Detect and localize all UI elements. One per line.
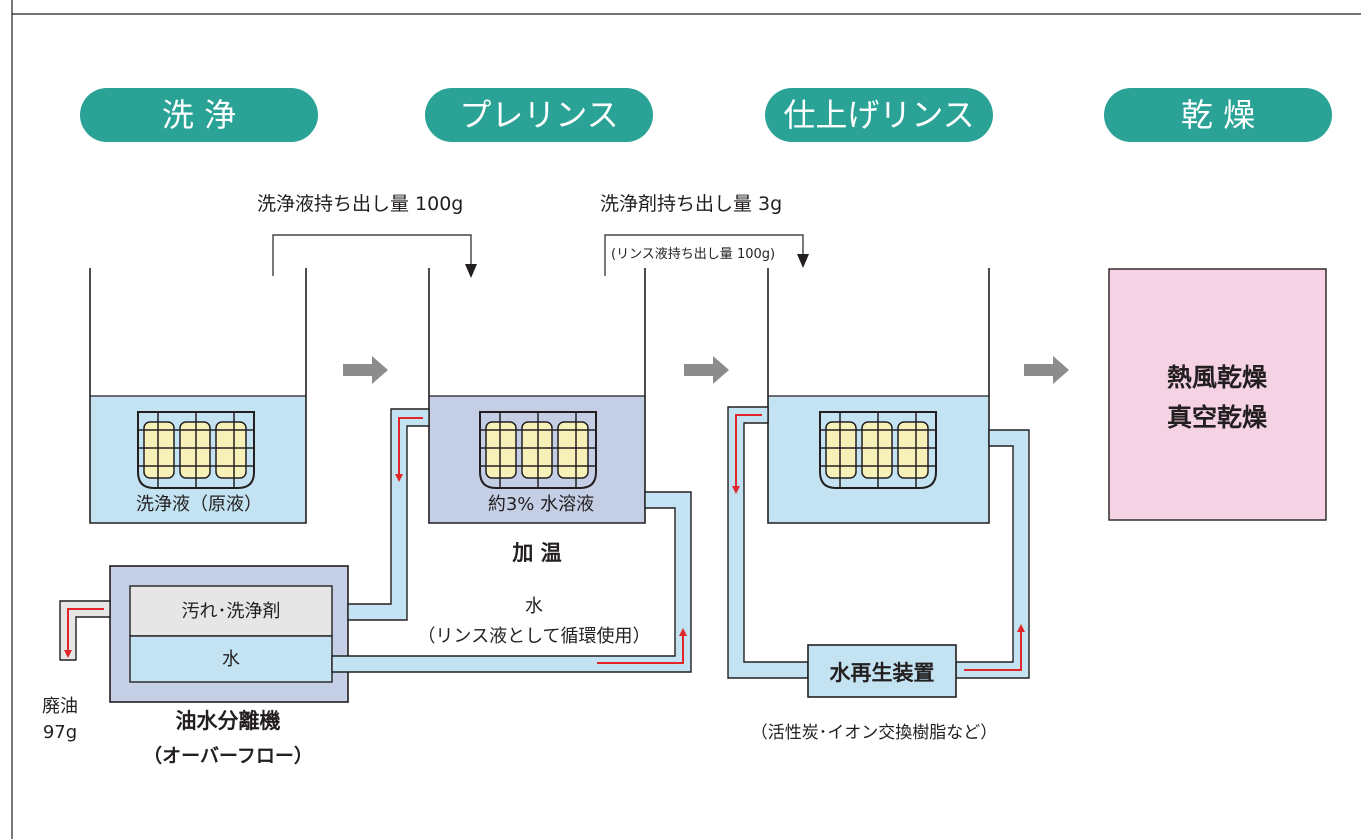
dryer-method-hot-air: 熱風乾燥 bbox=[1167, 363, 1268, 392]
water-regenerator bbox=[807, 644, 957, 698]
basket-icon bbox=[137, 411, 255, 489]
stage-pill-final-rinse: 仕上げリンス bbox=[765, 88, 993, 142]
stage-label-prerinse: プレリンス bbox=[459, 96, 618, 134]
recycle-water-note: （リンス液として循環使用） bbox=[417, 626, 650, 647]
oil-layer-label: 汚れ･洗浄剤 bbox=[182, 601, 281, 622]
waste-oil-pipe bbox=[59, 600, 111, 661]
stage-pill-dry: 乾 燥 bbox=[1104, 88, 1332, 142]
stage-pill-wash: 洗 浄 bbox=[80, 88, 318, 142]
carryover-wash-label: 洗浄液持ち出し量 100g bbox=[257, 193, 463, 215]
carryover-detergent-label: 洗浄剤持ち出し量 3g bbox=[600, 193, 782, 215]
process-arrow-icon bbox=[1024, 356, 1069, 384]
drain-pipe-prerinse bbox=[347, 408, 430, 621]
heating-label: 加 温 bbox=[511, 541, 561, 565]
stage-label-wash: 洗 浄 bbox=[162, 96, 236, 134]
stage-label-final-rinse: 仕上げリンス bbox=[783, 96, 974, 134]
separator-title: 油水分離機 bbox=[176, 709, 281, 733]
carryover-bracket-wash bbox=[272, 234, 477, 278]
waste-oil-amount: 97g bbox=[43, 722, 77, 743]
return-pipe-prerinse bbox=[331, 491, 692, 673]
carryover-bracket-rinse bbox=[604, 234, 809, 276]
carryover-rinse-label: (リンス液持ち出し量 100g) bbox=[611, 247, 775, 262]
dryer-method-vacuum: 真空乾燥 bbox=[1167, 403, 1268, 432]
prerinse-liquid-label: 約3% 水溶液 bbox=[488, 494, 594, 515]
stage-label-dry: 乾 燥 bbox=[1181, 96, 1255, 134]
recycle-water-label: 水 bbox=[525, 596, 543, 617]
flow-arrow-icon bbox=[395, 417, 423, 482]
drop-arrow-icon bbox=[64, 608, 104, 658]
separator-subtitle: （オーバーフロー） bbox=[143, 744, 313, 767]
water-layer-label: 水 bbox=[222, 649, 240, 670]
waste-oil-label: 廃油 bbox=[42, 696, 78, 717]
wash-tank bbox=[89, 268, 307, 524]
dryer-box bbox=[1108, 268, 1327, 521]
basket-icon bbox=[479, 411, 597, 489]
flow-arrow-icon bbox=[964, 624, 1025, 671]
process-arrow-icon bbox=[684, 356, 729, 384]
oil-water-separator bbox=[109, 565, 349, 703]
stage-pill-prerinse: プレリンス bbox=[425, 88, 653, 142]
wash-liquid-label: 洗浄液（原液） bbox=[136, 494, 262, 515]
regenerator-note: （活性炭･イオン交換樹脂など） bbox=[751, 723, 998, 743]
regenerator-label: 水再生装置 bbox=[830, 661, 935, 685]
process-arrow-icon bbox=[343, 356, 388, 384]
prerinse-tank bbox=[428, 268, 646, 524]
basket-icon bbox=[819, 411, 937, 489]
flow-arrow-icon bbox=[597, 628, 687, 664]
flow-arrow-icon bbox=[732, 414, 762, 494]
